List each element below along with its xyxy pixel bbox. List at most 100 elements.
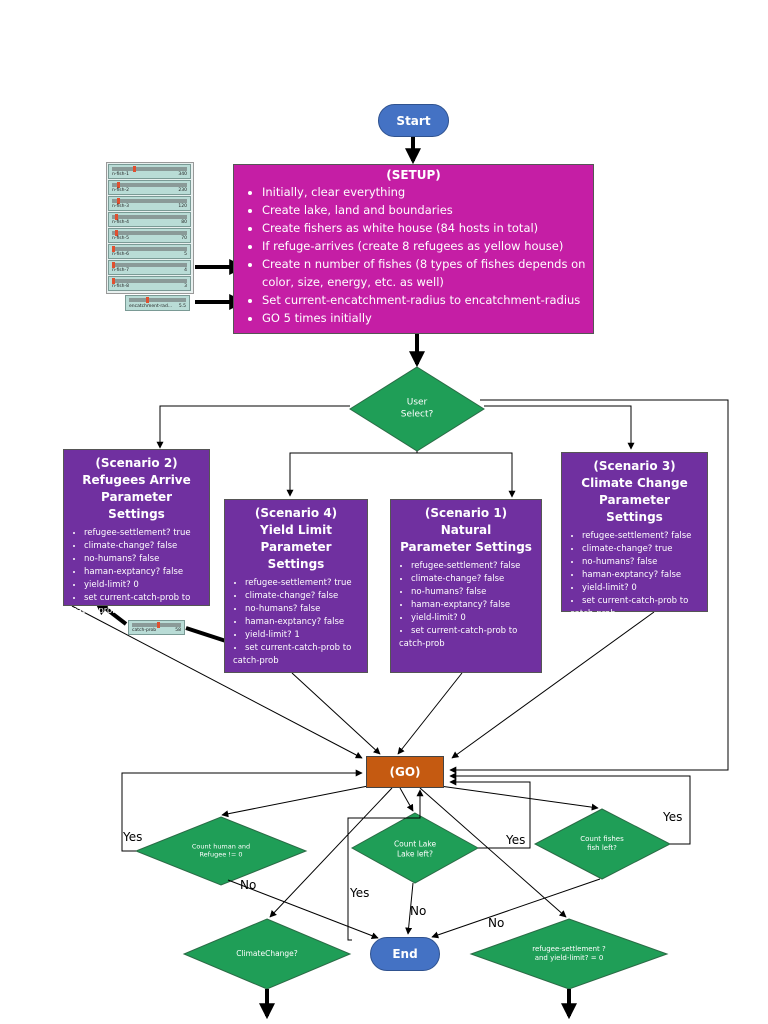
param-continuation: catch-prob (570, 609, 616, 619)
slider-name: n-fish-4 (112, 220, 129, 225)
setup-item: Initially, clear everything (262, 183, 587, 201)
scenario-params: refugee-settlement? false climate-change… (399, 560, 533, 651)
scenario3-box: (Scenario 3) Climate Change Parameter Se… (561, 452, 708, 619)
climate-change-label: ClimateChange? (236, 949, 298, 959)
slider-value: 80 (181, 220, 187, 225)
slider-value: 230 (178, 188, 187, 193)
label-line: Refugee != 0 (199, 851, 243, 859)
setup-box: (SETUP) Initially, clear everything Crea… (233, 164, 594, 334)
param-item: haman-exptancy? false (582, 569, 699, 582)
setup-item: GO 5 times initially (262, 309, 587, 327)
param-item: climate-change? false (84, 540, 201, 553)
scenario-subtitle: Parameter Settings (598, 493, 671, 524)
param-item: haman-exptancy? false (411, 599, 533, 612)
param-continuation: catch-prob (399, 639, 445, 649)
encatchment-radius-slider[interactable]: encatchment-rad... 5.5 (125, 295, 190, 311)
label-line: and yield-limit? = 0 (534, 954, 604, 962)
param-item: refugee-settlement? true (84, 527, 201, 540)
slider-name: n-fish-5 (112, 236, 129, 241)
fish-slider[interactable]: n-fish-6 5 (108, 244, 191, 259)
param-item: no-humans? false (582, 556, 699, 569)
yes-label-climate: Yes (350, 886, 370, 900)
slider-value: 58 (175, 628, 181, 633)
slider-name: catch-prob (132, 628, 157, 633)
setup-item: Set current-encatchment-radius to encatc… (262, 291, 587, 309)
yes-label-lake: Yes (506, 833, 526, 847)
fish-slider[interactable]: n-fish-1 340 (108, 164, 191, 179)
human-count-label: Count human and Refugee != 0 (192, 843, 250, 860)
slider-name: n-fish-3 (112, 204, 129, 209)
param-continuation: catch-prob (72, 606, 118, 616)
param-item: refugee-settlement? false (582, 530, 699, 543)
param-item: haman-exptancy? false (84, 566, 201, 579)
start-node: Start (378, 104, 449, 137)
param-item: yield-limit? 1 (245, 629, 359, 642)
slider-name: n-fish-1 (112, 172, 129, 177)
param-item: no-humans? false (411, 586, 533, 599)
thin-connectors (71, 399, 729, 941)
scenario-name: Yield Limit (260, 523, 332, 537)
param-item: climate-change? false (245, 590, 359, 603)
end-node: End (370, 937, 440, 971)
user-select-label: User Select? (401, 397, 434, 420)
slider-value: 5 (184, 252, 187, 257)
scenario-number: (Scenario 3) (593, 459, 676, 473)
catch-prob-slider[interactable]: catch-prob 58 (128, 620, 185, 635)
param-item: climate-change? false (411, 573, 533, 586)
label-line: Count Lake (393, 839, 437, 849)
fish-slider[interactable]: n-fish-3 120 (108, 196, 191, 211)
param-item: yield-limit? 0 (582, 582, 699, 595)
fish-slider[interactable]: n-fish-4 80 (108, 212, 191, 227)
scenario-name: Climate Change (581, 476, 688, 490)
setup-item: Create lake, land and boundaries (262, 201, 587, 219)
scenario-subtitle: Parameter Settings (400, 540, 532, 554)
label-line: ClimateChange? (236, 949, 298, 959)
slider-value: 3 (184, 284, 187, 289)
param-item: haman-exptancy? false (245, 616, 359, 629)
lake-count-diamond (350, 812, 480, 884)
scenario-subtitle: Parameter Settings (260, 540, 332, 571)
param-item: set current-catch-prob to (411, 625, 533, 638)
param-item: climate-change? true (582, 543, 699, 556)
label-line: fish left? (587, 844, 617, 852)
scenario2-box: (Scenario 2) Refugees Arrive Parameter S… (63, 449, 210, 616)
slider-name: n-fish-6 (112, 252, 129, 257)
scenario-name: Natural (440, 523, 492, 537)
label-line: Select? (400, 409, 434, 419)
label-line: User (406, 397, 428, 408)
no-label-fish: No (488, 916, 505, 930)
lake-count-label: Count Lake Lake left? (394, 839, 436, 859)
setup-item: If refuge-arrives (create 8 refugees as … (262, 237, 587, 255)
param-item: set current-catch-prob to (582, 595, 699, 608)
scenario4-box: (Scenario 4) Yield Limit Parameter Setti… (224, 499, 368, 673)
slider-value: 5.5 (178, 304, 186, 309)
scenario-params: refugee-settlement? true climate-change?… (72, 527, 201, 618)
param-item: no-humans? false (84, 553, 201, 566)
param-item: yield-limit? 0 (84, 579, 201, 592)
label-line: Lake left? (397, 849, 433, 858)
label-line: refugee-settlement ? (532, 944, 606, 953)
slider-value: 120 (178, 204, 187, 209)
slider-value: 340 (178, 172, 187, 177)
fish-count-label: Count fishes fish left? (580, 835, 623, 853)
human-count-diamond (134, 816, 308, 886)
setup-title: (SETUP) (386, 168, 441, 182)
go-node: (GO) (366, 756, 444, 788)
setup-item: Create n number of fishes (8 types of fi… (262, 255, 587, 291)
yes-label-human: Yes (123, 830, 143, 844)
refugee-yield-label: refugee-settlement ? and yield-limit? = … (532, 945, 605, 963)
scenario-number: (Scenario 1) (424, 506, 508, 520)
param-item: refugee-settlement? true (245, 577, 359, 590)
no-label-lake: No (410, 904, 427, 918)
slider-name: encatchment-rad... (129, 304, 173, 309)
label-line: Count fishes (580, 834, 624, 843)
param-continuation: catch-prob (233, 656, 279, 666)
param-item: no-humans? false (245, 603, 359, 616)
scenario-name: Refugees Arrive (82, 473, 191, 487)
slider-value: 4 (184, 268, 187, 273)
param-item: yield-limit? 0 (411, 612, 533, 625)
